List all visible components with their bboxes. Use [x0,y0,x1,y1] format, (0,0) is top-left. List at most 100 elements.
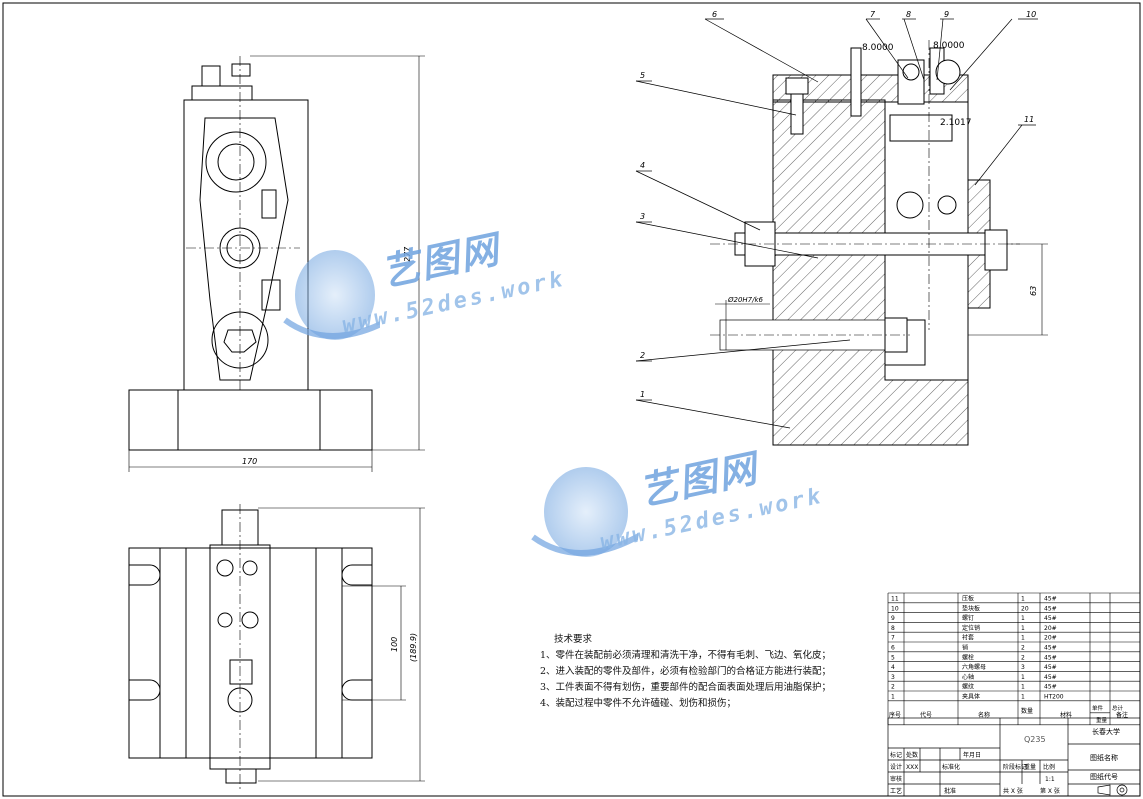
projection-symbol-icon [1097,784,1128,796]
leader-lines [635,18,1023,429]
bom-header-qty: 数量 [1021,707,1033,715]
tb-drawing-code: 图纸代号 [1090,772,1118,781]
tb-std-label: 标准化 [942,763,960,771]
bom-header-total: 总计 [1112,704,1124,712]
tb-sheet-no: 第 X 张 [1040,787,1060,795]
bom-row-qty: 1 [1021,615,1025,622]
bom-row-name: 六角螺母 [962,663,986,671]
title-block-text: Q235 长春大学 图纸名称 图纸代号 阶段标记 重量 比例 1:1 标记 处数… [890,727,1120,795]
callout-3: 3 [640,212,645,221]
part-callouts: 1 2 3 4 5 6 7 8 9 10 11 [640,10,1036,399]
tech-note-1: 1、零件在装配前必须清理和清洗干净，不得有毛刺、飞边、氧化皮； [540,650,832,661]
tb-scale-label: 比例 [1043,763,1055,771]
tb-weight-label: 重量 [1024,763,1036,771]
tb-process-label: 工艺 [890,787,902,795]
tb-count-label: 处数 [906,751,918,759]
bom-row-name: 垫块板 [962,604,980,612]
tb-mark-label: 标记 [890,751,902,759]
tb-material: Q235 [1024,735,1046,744]
bom-row-name: 螺钉 [962,614,974,622]
tb-drawing-name: 图纸名称 [1090,753,1118,762]
bom-row-name: 销 [962,644,968,652]
bom-row-material: 45# [1044,654,1057,661]
technical-requirements: 技术要求 1、零件在装配前必须清理和清洗干净，不得有毛刺、飞边、氧化皮； 2、进… [540,632,880,712]
callout-8: 8 [906,10,911,19]
dim-277: 277 [403,246,412,262]
bom-row-material: 45# [1044,674,1057,681]
bom-row-name: 衬套 [962,634,974,642]
bom-header-material: 材料 [1060,711,1072,719]
bom-row-no: 10 [891,605,899,612]
bom-row-qty: 2 [1021,654,1025,661]
dim-63: 63 [1029,286,1038,296]
bom-row-no: 11 [891,596,899,603]
dim-189: (189.9) [409,633,418,662]
bom-row-material: 45# [1044,664,1057,671]
bom-row-no: 1 [891,694,895,701]
callout-10: 10 [1026,10,1036,19]
tech-note-2: 2、进入装配的零件及部件，必须有检验部门的合格证方能进行装配； [540,666,832,677]
bom-row-qty: 1 [1021,635,1025,642]
bom-row-qty: 1 [1021,625,1025,632]
bom-row-material: 20# [1044,625,1057,632]
callout-4: 4 [640,161,645,170]
bom-row-qty: 1 [1021,684,1025,691]
callout-5: 5 [640,71,645,80]
bom-row-qty: 1 [1021,674,1025,681]
bom-header-code: 代号 [920,711,932,719]
tb-stage-label: 阶段标记 [1003,763,1027,771]
bom-header-no: 序号 [889,711,901,719]
dim-170: 170 [242,457,257,466]
title-block [887,717,1141,797]
top-view [128,504,425,790]
tech-note-3: 3、工件表面不得有划伤，重要部件的配合面表面处理后用油脂保护； [540,682,832,693]
bom-row-qty: 20 [1021,605,1029,612]
bom-row-qty: 1 [1021,694,1025,701]
bom-row-material: 45# [1044,645,1057,652]
dim-100: 100 [390,637,399,652]
bom-row-material: 45# [1044,684,1057,691]
bom-row-name: 心轴 [962,673,974,681]
ann-8-left: 8.0000 [862,43,894,53]
bom-row-no: 5 [891,654,895,661]
callout-1: 1 [640,390,645,399]
bom-header-note: 备注 [1116,711,1128,719]
bom-header-single: 单件 [1092,704,1104,712]
bom-row-no: 6 [891,645,895,652]
callout-9: 9 [944,10,949,19]
bom-row-no: 2 [891,684,895,691]
bom-row-name: 螺纹 [962,683,974,691]
dim-fit: Ø20H7/k6 [727,296,764,304]
tb-scale: 1:1 [1045,776,1055,783]
tb-school: 长春大学 [1092,727,1120,736]
tb-check-label: 审核 [890,775,902,783]
tb-design-label: 设计 [890,763,902,771]
tb-sheet-total: 共 X 张 [1003,787,1023,795]
bom-row-material: HT200 [1044,694,1064,701]
bom-row-material: 20# [1044,635,1057,642]
bom-row-qty: 2 [1021,645,1025,652]
bom-row-no: 4 [891,664,895,671]
tech-notes-title: 技术要求 [554,634,593,645]
front-view [128,55,425,472]
bom-row-material: 45# [1044,596,1057,603]
section-view [710,40,1048,446]
tb-approve-label: 批准 [944,787,956,795]
bom-row-name: 压板 [962,595,974,603]
bom-row-material: 45# [1044,615,1057,622]
tech-note-4: 4、装配过程中零件不允许磕碰、划伤和损伤； [540,698,737,709]
bom-row-no: 7 [891,635,895,642]
bom-row-name: 夹具体 [962,693,980,701]
bom-row-no: 3 [891,674,895,681]
callout-2: 2 [640,351,645,360]
bom-header-weight: 重量 [1096,716,1108,724]
tb-designer: XXX [906,764,918,771]
bom-row-material: 45# [1044,605,1057,612]
tb-date-label: 年月日 [963,751,981,759]
ann-2-1017: 2.1017 [940,118,972,128]
bom-header-name: 名称 [978,711,990,719]
callout-7: 7 [870,10,876,19]
